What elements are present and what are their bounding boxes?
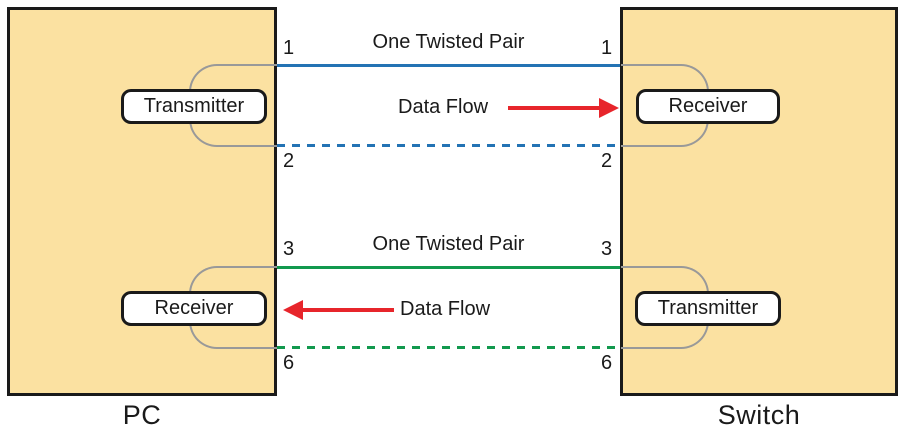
arrow-right-icon — [599, 98, 619, 118]
pc-transmitter-label: Transmitter — [143, 95, 245, 117]
wire-pin2-dashed — [277, 144, 620, 147]
pc-receiver-label: Receiver — [154, 297, 234, 319]
pc-node-label: PC — [122, 400, 162, 430]
wire-pin6-dashed — [277, 346, 620, 349]
switch-transmitter-label: Transmitter — [657, 297, 759, 319]
pin-2-switch: 2 — [601, 150, 613, 172]
top-twisted-pair-label: One Twisted Pair — [372, 31, 525, 53]
switch-receiver-label: Receiver — [668, 95, 748, 117]
bottom-data-flow-arrow-shaft — [302, 308, 394, 312]
pin-2-pc: 2 — [283, 150, 295, 172]
pin-1-switch: 1 — [601, 37, 613, 59]
pin-3-switch: 3 — [601, 238, 613, 260]
wire-pin1-solid — [277, 64, 620, 67]
pin-6-pc: 6 — [283, 352, 295, 374]
switch-transmitter-box: Transmitter — [635, 291, 781, 326]
wire-pin3-solid — [277, 266, 620, 269]
switch-node-box — [620, 7, 898, 396]
bottom-twisted-pair-label: One Twisted Pair — [372, 233, 525, 255]
top-data-flow-label: Data Flow — [398, 96, 489, 118]
pin-3-pc: 3 — [283, 238, 295, 260]
top-data-flow-arrow-shaft — [508, 106, 602, 110]
pin-6-switch: 6 — [601, 352, 613, 374]
pin-1-pc: 1 — [283, 37, 295, 59]
pc-transmitter-box: Transmitter — [121, 89, 267, 124]
arrow-left-icon — [283, 300, 303, 320]
pc-receiver-box: Receiver — [121, 291, 267, 326]
bottom-data-flow-label: Data Flow — [400, 298, 491, 320]
switch-receiver-box: Receiver — [636, 89, 780, 124]
switch-node-label: Switch — [717, 400, 801, 430]
pc-node-box — [7, 7, 277, 396]
